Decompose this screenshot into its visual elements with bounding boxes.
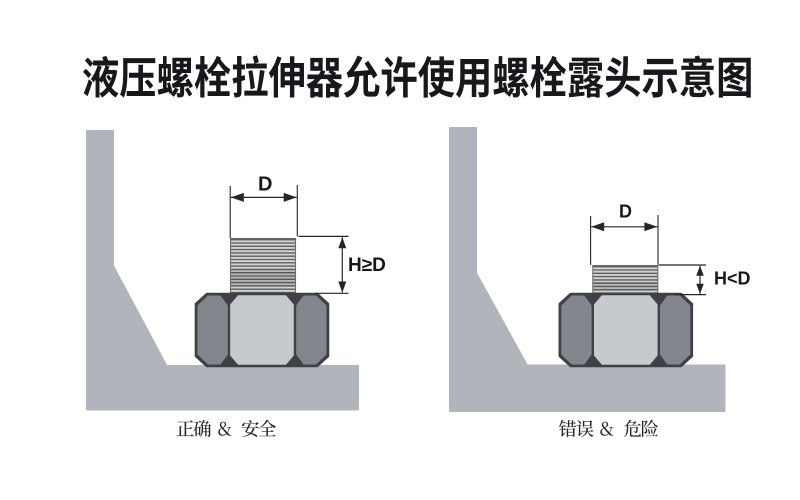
svg-text:H<D: H<D xyxy=(714,269,751,289)
svg-text:H≥D: H≥D xyxy=(348,255,386,276)
svg-text:D: D xyxy=(258,174,272,196)
svg-text:D: D xyxy=(619,202,632,222)
